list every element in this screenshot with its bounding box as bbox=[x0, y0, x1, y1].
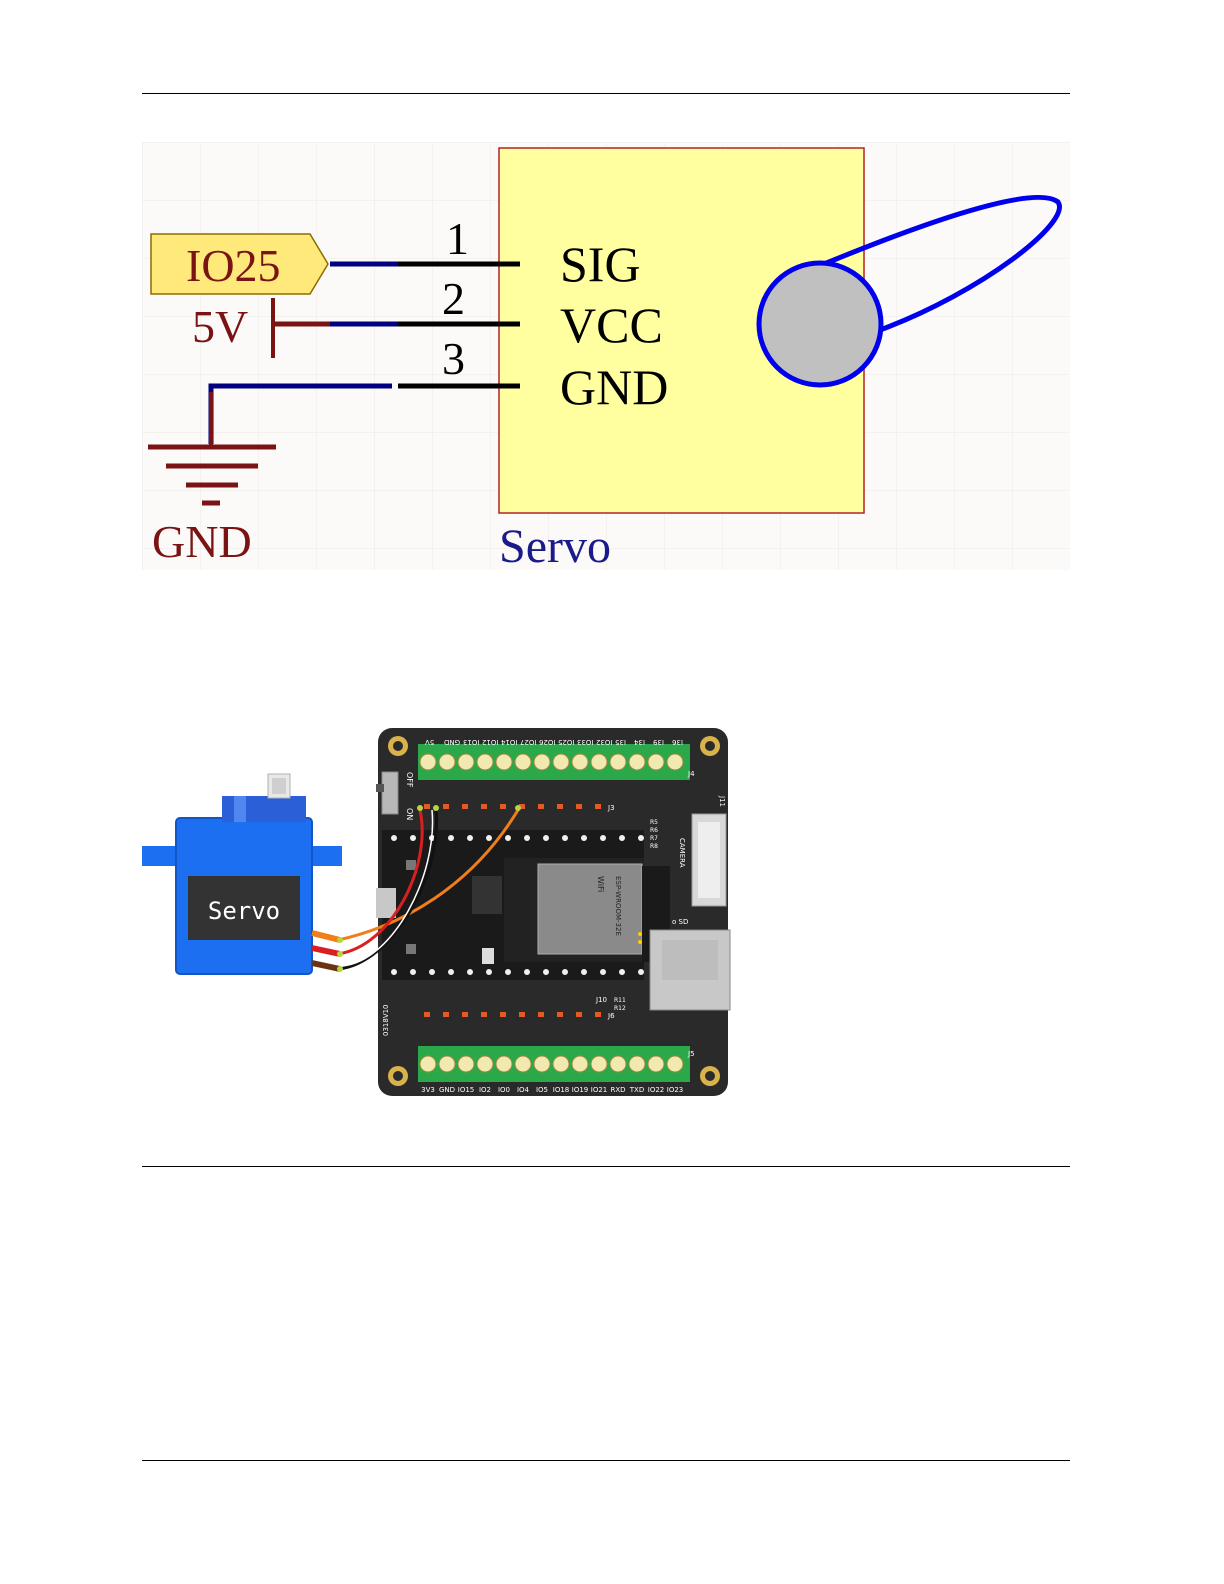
top-label-8: IO33 bbox=[577, 738, 593, 746]
j11-label: J11 bbox=[718, 795, 726, 807]
servo-wire-orange bbox=[312, 933, 340, 940]
io25-net-label: IO25 bbox=[186, 240, 281, 291]
r8-label: R8 bbox=[650, 843, 658, 850]
bottom-label-5: IO4 bbox=[517, 1086, 530, 1094]
j3-label: J3 bbox=[607, 804, 615, 812]
top-label-7: IO25 bbox=[558, 738, 574, 746]
esp32-extension-board: 5V GND IO13 IO12 IO14 IO27 IO26 IO25 IO3… bbox=[376, 728, 730, 1096]
sd-label: o SD bbox=[672, 918, 688, 926]
r12-label: R12 bbox=[614, 1005, 626, 1012]
top-label-10: I35 bbox=[615, 738, 626, 746]
switch-on-label: ON bbox=[405, 808, 414, 820]
bottom-label-4: IO0 bbox=[498, 1086, 510, 1094]
top-label-5: IO27 bbox=[520, 738, 536, 746]
pin-name-vcc: VCC bbox=[560, 297, 663, 353]
wroom-module bbox=[538, 864, 642, 954]
top-label-12: I39 bbox=[653, 738, 664, 746]
top-label-11: I34 bbox=[633, 738, 645, 746]
servo-label: Servo bbox=[208, 897, 280, 925]
bottom-label-10: RXD bbox=[610, 1086, 625, 1094]
bottom-label-8: IO19 bbox=[572, 1086, 588, 1094]
wifi-label: WiFi bbox=[596, 876, 605, 892]
j5-label: J5 bbox=[687, 1050, 695, 1058]
header-rule bbox=[142, 93, 1070, 94]
top-label-1: GND bbox=[444, 738, 460, 746]
j10-label: J10 bbox=[595, 996, 607, 1004]
component-name: Servo bbox=[499, 520, 611, 570]
bottom-label-2: IO15 bbox=[458, 1086, 474, 1094]
pin-name-sig: SIG bbox=[560, 236, 641, 292]
pin-name-gnd: GND bbox=[560, 359, 668, 415]
bottom-label-11: TXD bbox=[629, 1086, 644, 1094]
board-code: 0318V10 bbox=[382, 1004, 390, 1036]
top-label-9: IO32 bbox=[596, 738, 612, 746]
pin-number-3: 3 bbox=[442, 333, 465, 384]
j4-label: J4 bbox=[687, 770, 695, 778]
pin-number-1: 1 bbox=[446, 213, 469, 264]
servo-schematic: IO25 5V GND 1 2 3 SIG VCC GND Servo bbox=[142, 142, 1070, 570]
bottom-label-1: GND bbox=[439, 1086, 455, 1094]
footer-rule-bottom bbox=[142, 1460, 1070, 1461]
power-5v-label: 5V bbox=[192, 301, 248, 352]
switch-off-label: OFF bbox=[405, 772, 414, 788]
top-label-4: IO14 bbox=[500, 738, 517, 746]
top-label-3: IO12 bbox=[482, 738, 498, 746]
servo-horn-hub bbox=[759, 263, 881, 385]
r11-label: R11 bbox=[614, 997, 626, 1004]
bottom-label-9: IO21 bbox=[591, 1086, 607, 1094]
bottom-label-6: IO5 bbox=[536, 1086, 548, 1094]
wiring-diagram: Servo 5V GND IO13 IO1 bbox=[142, 726, 742, 1098]
bottom-label-7: IO18 bbox=[553, 1086, 569, 1094]
r6-label: R6 bbox=[650, 827, 658, 834]
bottom-label-13: IO23 bbox=[667, 1086, 683, 1094]
servo-wire-red bbox=[312, 948, 340, 954]
top-label-13: I36 bbox=[671, 738, 683, 746]
bottom-label-12: IO22 bbox=[648, 1086, 664, 1094]
pin-number-2: 2 bbox=[442, 273, 465, 324]
bottom-label-3: IO2 bbox=[479, 1086, 491, 1094]
power-switch bbox=[382, 772, 398, 814]
footer-rule-top bbox=[142, 1166, 1070, 1167]
r7-label: R7 bbox=[650, 835, 658, 842]
top-label-6: IO26 bbox=[538, 738, 555, 746]
servo-motor: Servo bbox=[142, 774, 342, 974]
module-label: ESP-WROOM-32E bbox=[614, 876, 622, 936]
bottom-label-0: 3V3 bbox=[421, 1086, 435, 1094]
top-label-0: 5V bbox=[425, 738, 434, 746]
top-label-2: IO13 bbox=[463, 738, 479, 746]
servo-wire-brown bbox=[312, 963, 340, 969]
ground-label: GND bbox=[152, 516, 252, 567]
j6-label: J6 bbox=[607, 1012, 615, 1020]
camera-label: CAMERA bbox=[678, 838, 686, 868]
r5-label: R5 bbox=[650, 819, 658, 826]
